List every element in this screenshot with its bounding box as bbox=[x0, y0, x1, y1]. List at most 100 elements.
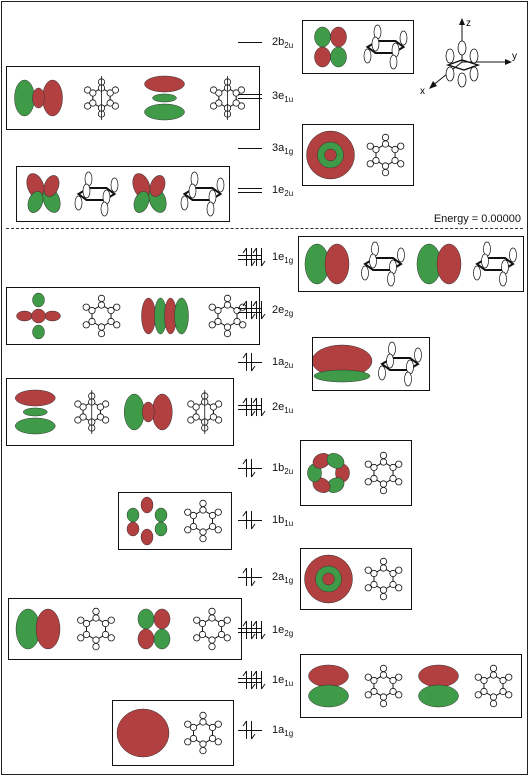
orbital-panel-1e1u bbox=[300, 654, 522, 718]
level-label-1a2u: 1a2u bbox=[272, 356, 294, 371]
orbital-quad-1e2g-2 bbox=[137, 608, 171, 650]
orbital-pring-2b2u-1 bbox=[363, 24, 408, 70]
orbital-tilt-1e2u-2 bbox=[132, 173, 167, 213]
orbital-plot-1e1u bbox=[308, 664, 513, 708]
electron-spin-arrow bbox=[242, 567, 247, 586]
level-label-3e1u: 3e1u bbox=[272, 90, 294, 105]
orbital-pring-1e1g-3 bbox=[473, 241, 517, 287]
level-line-degenerate bbox=[238, 409, 262, 410]
level-line bbox=[238, 678, 262, 679]
orbital-plot-2b2u bbox=[314, 24, 408, 70]
orbital-hex-1e2g-3 bbox=[193, 607, 231, 651]
orbital-stack-2e1u-0 bbox=[15, 389, 56, 435]
electron-spin-arrow bbox=[251, 568, 256, 587]
orbital-quad-2b2u-0 bbox=[314, 26, 347, 68]
level-line-degenerate bbox=[238, 192, 262, 193]
electron-spin-arrow bbox=[261, 621, 266, 640]
energy-zero-label: Energy = 0.00000 bbox=[433, 213, 521, 225]
electron-spin-arrow bbox=[251, 511, 256, 530]
level-label-1e2u: 1e2u bbox=[272, 184, 294, 199]
orbital-stack-3e1u-2 bbox=[144, 75, 185, 121]
orbital-panel-1e1g bbox=[298, 236, 524, 292]
orbital-cage-2e1u-3 bbox=[187, 390, 223, 434]
level-label-1a1g: 1a1g bbox=[272, 724, 294, 739]
level-line bbox=[238, 577, 262, 578]
orbital-tilt-1e2u-0 bbox=[26, 173, 61, 213]
orbital-plot-3e1u bbox=[14, 75, 245, 121]
electron-spin-arrow bbox=[242, 458, 247, 477]
orbital-twin-1e2g-0 bbox=[15, 608, 61, 650]
orbital-hex-2a1g-1 bbox=[364, 557, 403, 601]
level-label-1e1u: 1e1u bbox=[272, 674, 294, 689]
level-line-degenerate bbox=[238, 259, 262, 260]
level-line-degenerate bbox=[238, 632, 262, 633]
electron-spin-arrow bbox=[251, 301, 256, 320]
coordinate-axes: z y x bbox=[420, 18, 517, 96]
orbital-solid-1a1g-0 bbox=[116, 708, 170, 758]
orbital-plot-1e1g bbox=[304, 241, 517, 287]
electron-spin-arrow bbox=[252, 247, 257, 266]
electron-spin-arrow bbox=[261, 301, 266, 320]
electron-spin-arrow bbox=[242, 397, 247, 416]
level-line-degenerate bbox=[238, 682, 262, 683]
orbital-panel-3a1g bbox=[302, 124, 414, 186]
electron-spin-arrow bbox=[252, 397, 257, 416]
electron-spin-arrow bbox=[251, 248, 256, 267]
orbital-ring-2a1g-0 bbox=[304, 554, 353, 604]
orbital-hex-3a1g-1 bbox=[366, 133, 405, 177]
orbital-ring-3a1g-0 bbox=[306, 130, 355, 180]
electron-spin-arrow bbox=[261, 671, 266, 690]
orbital-hex-2e2g-1 bbox=[82, 294, 121, 338]
level-label-2a1g: 2a1g bbox=[272, 571, 294, 586]
orbital-lobes2-2e1u-2 bbox=[124, 393, 173, 431]
orbital-panel-1e2u bbox=[16, 166, 230, 222]
level-line bbox=[238, 468, 262, 469]
level-line bbox=[238, 628, 262, 629]
orbital-pring-1a2u-1 bbox=[378, 341, 422, 387]
orbital-plot-1a2u bbox=[313, 341, 422, 387]
electron-spin-arrow bbox=[251, 621, 256, 640]
orbital-plot-2a1g bbox=[304, 554, 403, 604]
orbital-dome-1a2u-0 bbox=[313, 344, 373, 383]
orbital-stripe-2e2g-2 bbox=[141, 297, 189, 335]
electron-spin-arrow bbox=[251, 459, 256, 478]
orbital-twin-1e1g-2 bbox=[416, 243, 462, 285]
orbital-plot-1e2g bbox=[15, 607, 231, 651]
orbital-plot-2e1u bbox=[15, 389, 223, 435]
orbital-plot-1a1g bbox=[116, 708, 222, 758]
electron-spin-arrow bbox=[261, 248, 266, 267]
level-line-degenerate bbox=[238, 312, 262, 313]
orbital-twin-1e1g-0 bbox=[304, 243, 350, 285]
orbital-alt-1b2u-0 bbox=[307, 453, 350, 493]
electron-spin-arrow bbox=[251, 398, 256, 417]
level-label-1e1g: 1e1g bbox=[272, 251, 294, 266]
orbital-hex-1b2u-1 bbox=[364, 451, 403, 495]
electron-spin-arrow bbox=[242, 300, 247, 319]
electron-spin-arrow bbox=[242, 247, 247, 266]
orbital-hex-1e1u-3 bbox=[474, 664, 513, 708]
orbital-panel-2e1u bbox=[6, 378, 234, 446]
orbital-hex-1a1g-1 bbox=[184, 711, 222, 755]
level-line bbox=[238, 94, 262, 95]
orbital-plot-2e2g bbox=[16, 292, 247, 340]
electron-spin-arrow bbox=[242, 670, 247, 689]
level-line bbox=[238, 148, 262, 149]
orbital-hex-1e1u-1 bbox=[364, 664, 403, 708]
electron-spin-arrow bbox=[242, 352, 247, 371]
level-label-1b2u: 1b2u bbox=[272, 462, 294, 477]
level-line bbox=[238, 255, 262, 256]
orbital-panel-2a1g bbox=[300, 548, 412, 610]
electron-spin-arrow bbox=[251, 353, 256, 372]
orbital-panel-2e2g bbox=[6, 287, 260, 345]
homo-lumo-separator bbox=[6, 228, 523, 229]
level-line bbox=[238, 188, 262, 189]
axis-x-label: x bbox=[420, 86, 425, 96]
level-line bbox=[238, 730, 262, 731]
level-label-2e2g: 2e2g bbox=[272, 304, 294, 319]
orbital-plot-1e2u bbox=[26, 171, 225, 217]
orbital-panel-1b1u bbox=[118, 492, 232, 550]
electron-spin-arrow bbox=[242, 620, 247, 639]
orbital-plot-1b1u bbox=[126, 496, 222, 546]
orbital-pring-1e1g-1 bbox=[361, 241, 405, 287]
